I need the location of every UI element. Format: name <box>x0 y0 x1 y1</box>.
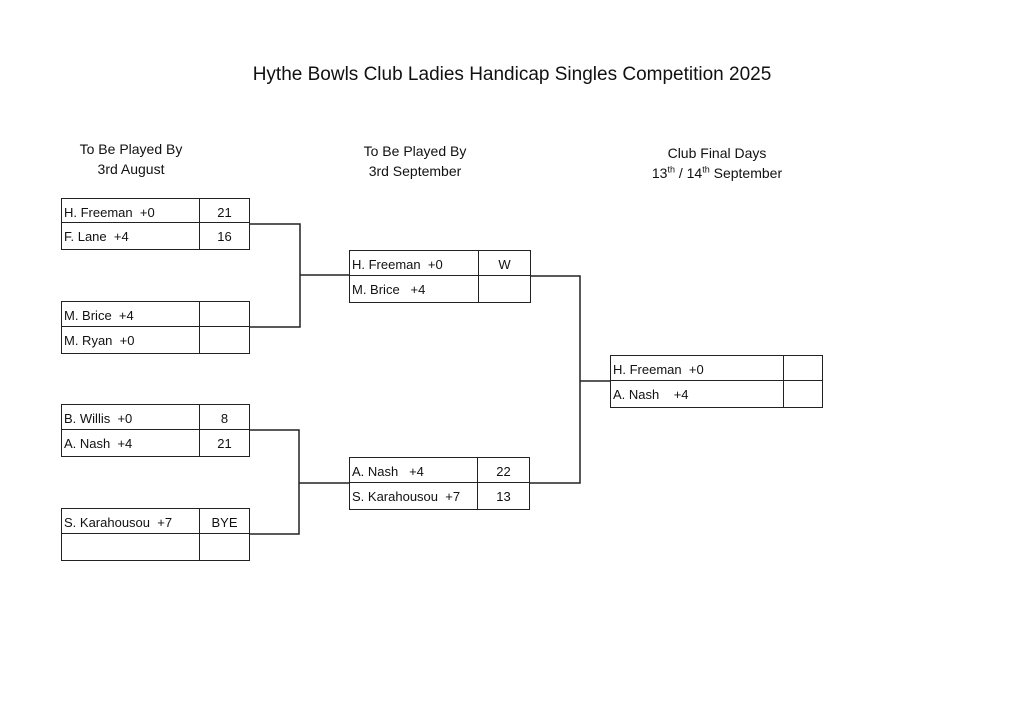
player-name: M. Brice +4 <box>64 307 134 323</box>
round-1-heading: To Be Played By 3rd August <box>36 139 226 179</box>
connector-round1-top <box>249 223 301 328</box>
connector-semifinals <box>530 275 581 484</box>
final-heading-line-1: Club Final Days <box>667 145 767 161</box>
final-heading: Club Final Days 13th / 14th September <box>612 143 822 183</box>
page-title: Hythe Bowls Club Ladies Handicap Singles… <box>252 64 772 85</box>
final-date-day-1-suffix: th <box>667 164 675 175</box>
player-name: F. Lane +4 <box>64 228 129 244</box>
round-2-heading: To Be Played By 3rd September <box>320 141 510 181</box>
player-name: S. Karahousou +7 <box>64 514 173 530</box>
player-score: 21 <box>199 430 249 456</box>
match-round1-4: S. Karahousou +7 BYE <box>61 508 250 561</box>
player-score: W <box>478 251 530 277</box>
round-2-heading-line-2: 3rd September <box>368 163 462 179</box>
player-score <box>199 327 249 353</box>
player-name: H. Freeman +0 <box>352 256 443 272</box>
final-date-day-1: 13 <box>651 165 668 181</box>
player-name: A. Nash +4 <box>352 463 424 479</box>
round-1-heading-line-2: 3rd August <box>97 161 165 177</box>
match-round1-2: M. Brice +4 M. Ryan +0 <box>61 301 250 354</box>
player-name: A. Nash +4 <box>613 386 689 402</box>
final-date-month: September <box>709 165 783 181</box>
final-heading-line-2: 13th / 14th September <box>612 163 822 183</box>
player-name: M. Brice +4 <box>352 281 426 297</box>
match-semifinal-2: A. Nash +4 22 S. Karahousou +7 13 <box>349 457 530 510</box>
final-date-day-2-suffix: th <box>702 164 710 175</box>
player-score <box>199 534 249 560</box>
player-score <box>783 381 822 407</box>
player-score <box>783 356 822 382</box>
player-name: M. Ryan +0 <box>64 332 135 348</box>
player-score: 8 <box>199 405 249 431</box>
player-name: B. Willis +0 <box>64 410 133 426</box>
match-round1-3: B. Willis +0 8 A. Nash +4 21 <box>61 404 250 457</box>
round-2-heading-line-1: To Be Played By <box>363 143 467 159</box>
round-1-heading-line-1: To Be Played By <box>79 141 183 157</box>
match-semifinal-1: H. Freeman +0 W M. Brice +4 <box>349 250 531 303</box>
player-score: BYE <box>199 509 249 535</box>
final-date-day-2: / 14 <box>674 165 703 181</box>
player-name: H. Freeman +0 <box>613 361 704 377</box>
player-name: A. Nash +4 <box>64 435 133 451</box>
connector-round1-bottom <box>249 429 300 535</box>
player-name <box>62 534 199 560</box>
player-score: 21 <box>199 199 249 225</box>
player-name: H. Freeman +0 <box>64 204 155 220</box>
player-score: 13 <box>477 483 529 509</box>
player-score <box>199 302 249 328</box>
player-score <box>478 276 530 302</box>
match-round1-1: H. Freeman +0 21 F. Lane +4 16 <box>61 198 250 250</box>
player-name: S. Karahousou +7 <box>352 488 461 504</box>
player-score: 16 <box>199 223 249 249</box>
match-final: H. Freeman +0 A. Nash +4 <box>610 355 823 408</box>
player-score: 22 <box>477 458 529 484</box>
